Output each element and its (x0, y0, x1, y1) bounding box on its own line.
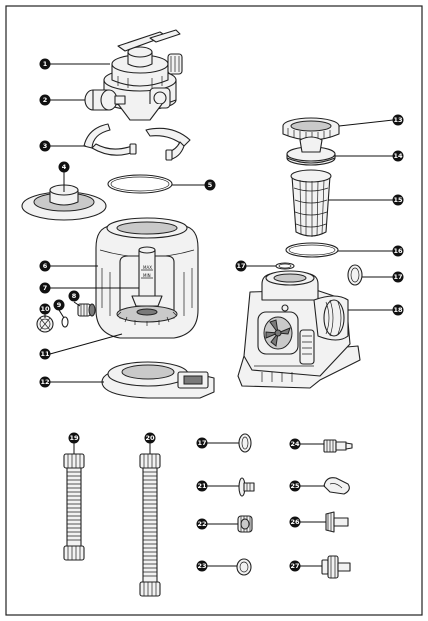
callout-12: 12 (39, 376, 51, 388)
callout-6: 6 (39, 260, 51, 272)
callout-11: 11 (39, 348, 51, 360)
callout-8: 8 (68, 290, 80, 302)
svg-text:12: 12 (40, 378, 49, 386)
svg-text:5: 5 (208, 181, 213, 189)
o-ring-small-part (238, 433, 252, 453)
adapter-26-part (325, 511, 349, 533)
svg-text:4: 4 (62, 163, 67, 171)
callout-24: 24 (289, 438, 301, 450)
diagram-border (5, 5, 423, 616)
callout-17-b: 17 (392, 271, 404, 283)
svg-text:17: 17 (393, 273, 402, 281)
drain-o-ring-part (61, 316, 69, 328)
connector-21-part (238, 477, 255, 497)
svg-text:22: 22 (197, 520, 206, 528)
svg-text:23: 23 (197, 562, 206, 570)
svg-text:10: 10 (40, 305, 50, 313)
svg-text:6: 6 (43, 262, 48, 270)
svg-text:15: 15 (393, 196, 403, 204)
pressure-gauge-part (84, 89, 126, 111)
hose-part-19 (63, 453, 85, 561)
svg-text:14: 14 (393, 152, 403, 160)
tank-min-mark: MIN (143, 273, 151, 278)
hose-part-20 (139, 453, 161, 597)
callout-9: 9 (53, 299, 65, 311)
pump-motor-part (237, 270, 361, 389)
filter-tank-part: MAX MIN (95, 217, 199, 339)
valve-27-part (321, 555, 351, 579)
svg-text:11: 11 (40, 350, 50, 358)
svg-text:25: 25 (290, 482, 300, 490)
strainer-cover-part (286, 136, 336, 166)
strainer-o-ring-part (285, 242, 339, 258)
svg-text:19: 19 (69, 434, 79, 442)
hose-o-ring-part-a (275, 262, 295, 270)
svg-text:7: 7 (43, 284, 48, 292)
callout-19: 19 (68, 432, 80, 444)
drain-plug-part (77, 303, 96, 317)
callout-27: 27 (289, 560, 301, 572)
callout-18: 18 (392, 304, 404, 316)
svg-text:24: 24 (290, 440, 300, 448)
svg-text:9: 9 (57, 301, 62, 309)
strainer-basket-part (290, 169, 332, 237)
svg-text:13: 13 (393, 116, 402, 124)
svg-text:16: 16 (393, 247, 403, 255)
callout-1: 1 (39, 58, 51, 70)
callout-20: 20 (144, 432, 156, 444)
svg-text:1: 1 (43, 60, 48, 68)
adapter-24-part (323, 439, 353, 453)
callout-14: 14 (392, 150, 404, 162)
callout-5: 5 (204, 179, 216, 191)
laterals-part (116, 305, 178, 326)
cap-23-part (236, 558, 252, 576)
callout-3: 3 (39, 140, 51, 152)
leader-lines (44, 63, 394, 567)
strainer-lock-ring-part (282, 117, 340, 141)
svg-text:17: 17 (236, 262, 245, 270)
nut-22-part (237, 515, 253, 533)
svg-text:2: 2 (43, 96, 48, 104)
callout-23: 23 (196, 560, 208, 572)
callout-25: 25 (289, 480, 301, 492)
clip-25-part (323, 477, 350, 495)
callout-13: 13 (392, 114, 404, 126)
callout-15: 15 (392, 194, 404, 206)
tank-max-mark: MAX (143, 265, 152, 270)
tank-lid-part (21, 184, 107, 221)
callout-17-a: 17 (235, 260, 247, 272)
callout-21: 21 (196, 480, 208, 492)
svg-text:20: 20 (145, 434, 155, 442)
callout-17-c: 17 (196, 437, 208, 449)
svg-text:3: 3 (43, 142, 48, 150)
callout-22: 22 (196, 518, 208, 530)
svg-text:27: 27 (290, 562, 299, 570)
callout-2: 2 (39, 94, 51, 106)
svg-text:26: 26 (290, 518, 300, 526)
o-ring-part (107, 174, 173, 194)
tank-base-part (101, 361, 215, 399)
svg-text:17: 17 (197, 439, 206, 447)
svg-text:8: 8 (72, 292, 77, 300)
svg-text:21: 21 (197, 482, 207, 490)
callout-7: 7 (39, 282, 51, 294)
callout-16: 16 (392, 245, 404, 257)
callout-4: 4 (58, 161, 70, 173)
callout-10: 10 (39, 303, 51, 315)
multiport-valve-part (103, 29, 183, 121)
hose-o-ring-part-b (347, 264, 363, 286)
svg-text:18: 18 (393, 306, 403, 314)
callout-26: 26 (289, 516, 301, 528)
clamp-part (83, 123, 191, 161)
drain-cap-part (36, 315, 54, 333)
